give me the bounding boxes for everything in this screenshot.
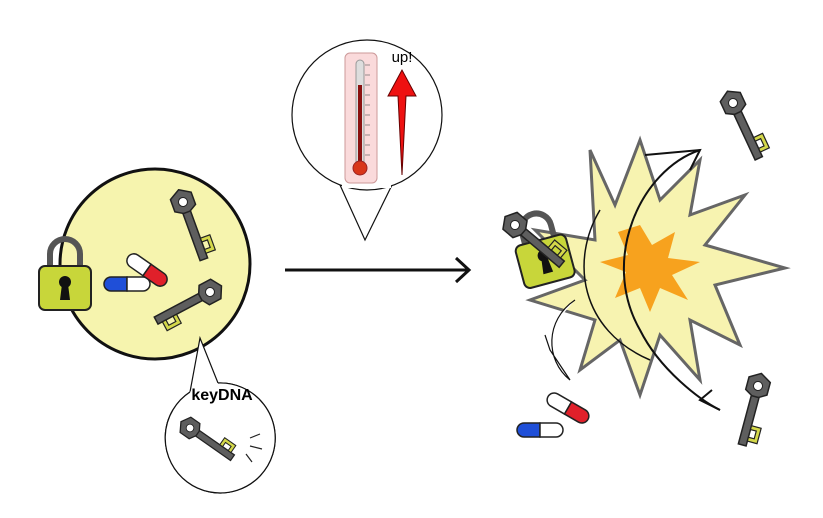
key-icon: [730, 369, 776, 450]
process-arrow: [285, 256, 472, 284]
up-label: up!: [392, 49, 413, 66]
keydna-callout: keyDNA: [164, 335, 276, 494]
crack-lines: [245, 433, 263, 463]
up-arrow-icon: [387, 68, 417, 176]
capsule-icon: [543, 389, 593, 427]
temperature-callout: up!: [291, 39, 443, 242]
keydna-label: keyDNA: [191, 387, 253, 404]
capsule-icon: [516, 422, 564, 438]
key-icon: [716, 84, 773, 164]
cell: [58, 167, 252, 361]
thermometer-icon: [344, 52, 378, 184]
explosion: [525, 135, 791, 411]
capsule-icon: [103, 276, 151, 292]
